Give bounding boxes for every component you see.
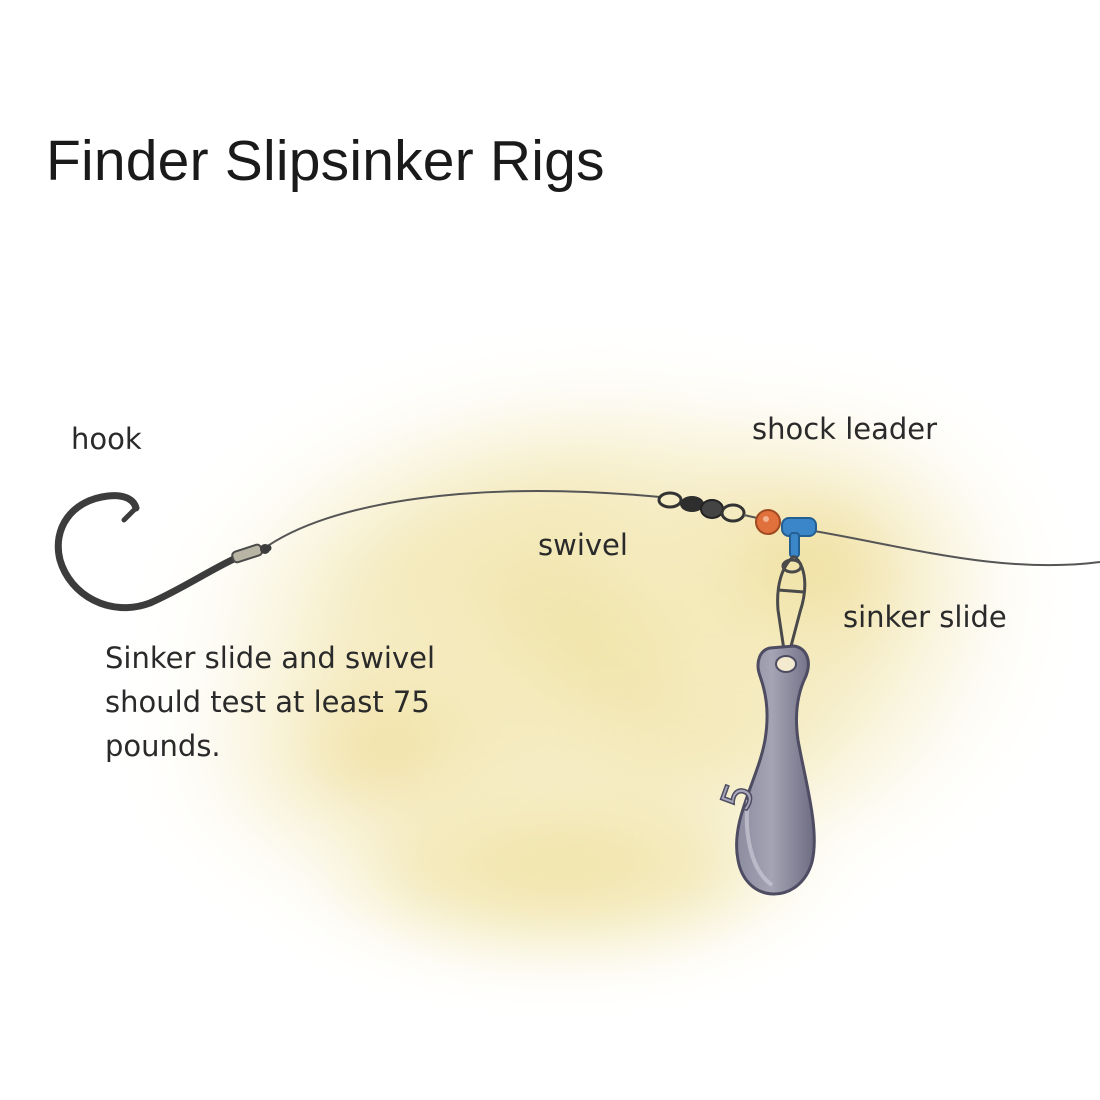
label-hook: hook: [71, 422, 142, 456]
hook-icon: [54, 492, 272, 612]
label-swivel: swivel: [538, 528, 628, 562]
strength-note: Sinker slide and swivel should test at l…: [105, 641, 436, 763]
bead-icon: [755, 509, 781, 535]
sinker-slide-icon: [776, 517, 817, 651]
background-wash: [120, 340, 1070, 980]
leader-line: [261, 490, 661, 551]
swivel-icon: [657, 491, 758, 523]
label-sinker-slide: sinker slide: [843, 600, 1007, 634]
shock-leader-line: [807, 529, 1100, 567]
label-shock-leader: shock leader: [752, 412, 938, 446]
page-title: Finder Slipsinker Rigs: [46, 129, 605, 193]
